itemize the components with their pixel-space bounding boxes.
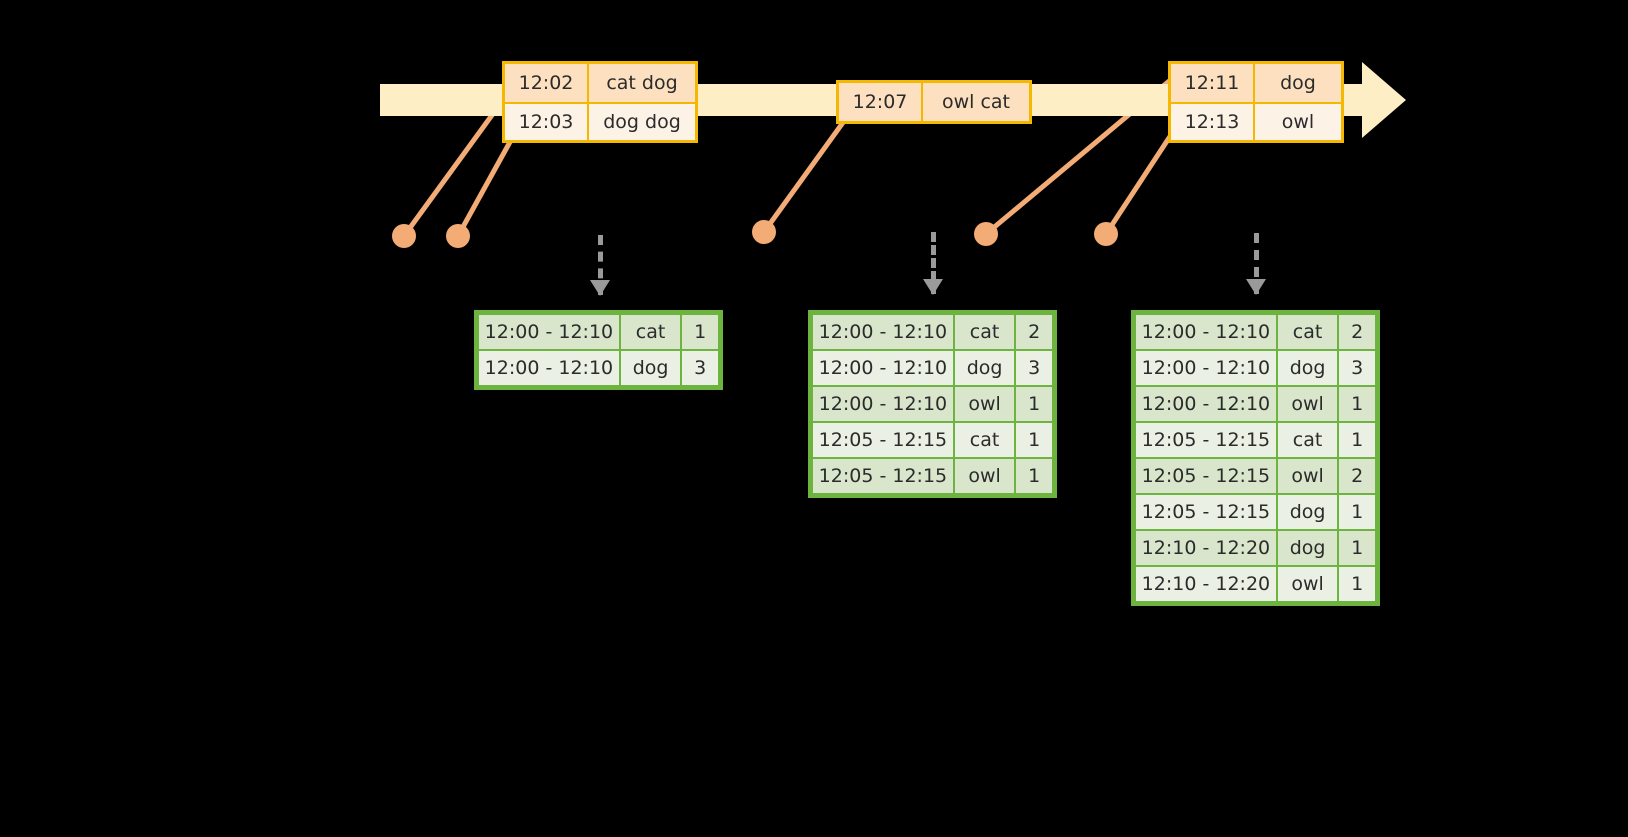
- word-cell: cat: [1277, 423, 1338, 457]
- window-cell: 12:05 - 12:15: [813, 423, 953, 457]
- arrow-head-icon: [1246, 279, 1266, 295]
- event-time: 12:03: [505, 104, 589, 140]
- word-cell: cat: [1277, 315, 1338, 349]
- arrow-head-icon: [923, 279, 943, 295]
- word-cell: owl: [954, 459, 1015, 493]
- count-cell: 2: [1339, 459, 1376, 493]
- count-cell: 1: [1016, 387, 1053, 421]
- event-time: 12:07: [839, 83, 923, 121]
- trigger-arrow-2: [923, 232, 943, 295]
- window-cell: 12:05 - 12:15: [813, 459, 953, 493]
- arrow-shaft: [598, 235, 603, 295]
- event-words: cat dog: [589, 64, 695, 102]
- count-cell: 2: [1016, 315, 1053, 349]
- event-words: dog dog: [589, 104, 695, 140]
- event-time: 12:02: [505, 64, 589, 102]
- event-dot-2[interactable]: [446, 224, 470, 248]
- window-cell: 12:05 - 12:15: [1136, 459, 1276, 493]
- count-cell: 1: [1016, 423, 1053, 457]
- event-group-2[interactable]: 12:07 owl cat: [836, 80, 1032, 124]
- event-row[interactable]: 12:07 owl cat: [839, 83, 1029, 121]
- word-cell: owl: [1277, 387, 1338, 421]
- window-cell: 12:00 - 12:10: [1136, 387, 1276, 421]
- event-time: 12:13: [1171, 104, 1255, 140]
- arrow-shaft: [931, 232, 936, 294]
- event-row[interactable]: 12:02 cat dog: [505, 64, 695, 102]
- count-cell: 1: [1339, 423, 1376, 457]
- window-cell: 12:10 - 12:20: [1136, 567, 1276, 601]
- window-cell: 12:10 - 12:20: [1136, 531, 1276, 565]
- window-cell: 12:05 - 12:15: [1136, 495, 1276, 529]
- count-cell: 1: [1339, 387, 1376, 421]
- event-words: dog: [1255, 64, 1341, 102]
- window-cell: 12:00 - 12:10: [813, 315, 953, 349]
- event-dot-5[interactable]: [1094, 222, 1118, 246]
- count-cell: 3: [1339, 351, 1376, 385]
- trigger-arrow-1: [590, 235, 610, 296]
- count-cell: 1: [1016, 459, 1053, 493]
- word-cell: dog: [954, 351, 1015, 385]
- event-dot-1[interactable]: [392, 224, 416, 248]
- event-group-3[interactable]: 12:11 dog 12:13 owl: [1168, 61, 1344, 143]
- event-dot-3[interactable]: [752, 220, 776, 244]
- event-row[interactable]: 12:11 dog: [1171, 64, 1341, 102]
- word-cell: dog: [620, 351, 681, 385]
- window-cell: 12:00 - 12:10: [479, 351, 619, 385]
- window-cell: 12:00 - 12:10: [1136, 351, 1276, 385]
- count-cell: 1: [1339, 567, 1376, 601]
- word-cell: cat: [954, 423, 1015, 457]
- event-dot-4[interactable]: [974, 222, 998, 246]
- trigger-arrow-3: [1246, 233, 1266, 295]
- word-cell: owl: [954, 387, 1015, 421]
- count-cell: 1: [1339, 531, 1376, 565]
- count-cell: 1: [682, 315, 719, 349]
- count-cell: 1: [1339, 495, 1376, 529]
- event-row[interactable]: 12:13 owl: [1171, 102, 1341, 140]
- count-cell: 2: [1339, 315, 1376, 349]
- event-group-1[interactable]: 12:02 cat dog 12:03 dog dog: [502, 61, 698, 143]
- window-cell: 12:00 - 12:10: [813, 387, 953, 421]
- count-cell: 3: [682, 351, 719, 385]
- window-cell: 12:00 - 12:10: [1136, 315, 1276, 349]
- word-cell: cat: [620, 315, 681, 349]
- event-time: 12:11: [1171, 64, 1255, 102]
- word-cell: owl: [1277, 459, 1338, 493]
- window-cell: 12:00 - 12:10: [479, 315, 619, 349]
- arrow-shaft: [1254, 233, 1259, 294]
- count-cell: 3: [1016, 351, 1053, 385]
- word-cell: cat: [954, 315, 1015, 349]
- event-words: owl cat: [923, 83, 1029, 121]
- word-cell: dog: [1277, 495, 1338, 529]
- window-cell: 12:05 - 12:15: [1136, 423, 1276, 457]
- window-cell: 12:00 - 12:10: [813, 351, 953, 385]
- event-words: owl: [1255, 104, 1341, 140]
- timeline-arrowhead: [1362, 62, 1406, 138]
- word-cell: owl: [1277, 567, 1338, 601]
- arrow-head-icon: [590, 280, 610, 296]
- word-cell: dog: [1277, 351, 1338, 385]
- event-row[interactable]: 12:03 dog dog: [505, 102, 695, 140]
- word-cell: dog: [1277, 531, 1338, 565]
